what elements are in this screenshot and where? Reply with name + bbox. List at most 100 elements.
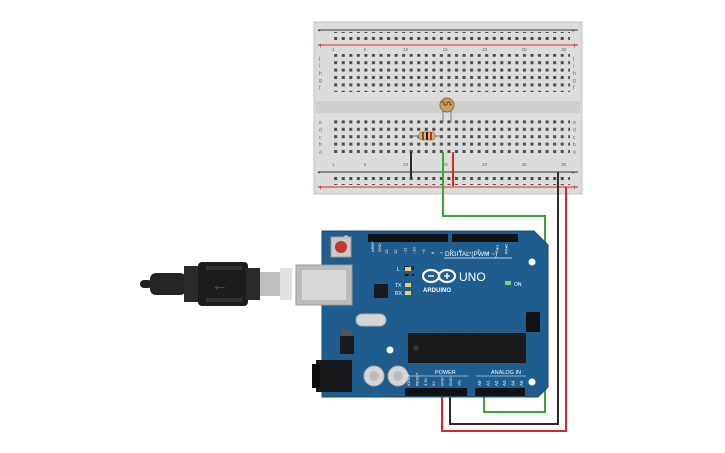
analog-pin-label: A3 [502, 380, 507, 386]
pin-label: AREF [370, 241, 375, 252]
digital-pin-label: ~11 [402, 247, 407, 254]
digital-pin-label: 7 [439, 251, 444, 254]
column-number: 30 [561, 162, 567, 167]
digital-pin-label: 2 [485, 251, 490, 254]
digital-pin-label: ~10 [412, 246, 417, 254]
power-pin-label: 3.3V [423, 377, 428, 386]
digital-pin-label: ~6 [448, 249, 453, 254]
voltage-regulator [340, 336, 354, 354]
column-number: 25 [522, 47, 528, 52]
row-letter: j [572, 56, 574, 62]
top-rail-holes [330, 32, 570, 43]
resistor[interactable] [412, 131, 440, 141]
power-section-label: POWER [435, 370, 456, 376]
power-pin-label: GND [448, 377, 453, 386]
icsp-header [526, 312, 540, 332]
power-jack [316, 360, 352, 392]
analog-pin-label: A2 [494, 380, 499, 386]
row-letter: a [573, 150, 576, 156]
column-number: 5 [364, 47, 367, 52]
row-letter: e [573, 120, 576, 126]
rail-plus-label-br: + [572, 183, 577, 192]
atmega-chip [408, 333, 526, 363]
rail-minus-label-tl: - [318, 26, 321, 35]
mount-hole [386, 346, 394, 354]
column-number: 25 [522, 162, 528, 167]
digital-pwm-label: DIGITAL (PWM ~) [445, 251, 497, 258]
analog-pin-label: A4 [511, 380, 516, 386]
mount-hole [528, 378, 536, 386]
rail-minus-label-br: - [572, 168, 575, 177]
analog-pin-label: A5 [519, 380, 524, 386]
power-pin-label: 5V [431, 381, 436, 386]
digital-pin-label: ~9 [421, 249, 426, 254]
bottom-terminal-holes [330, 118, 570, 156]
arduino-infinity-logo [421, 268, 457, 284]
analog-pin-label: A1 [485, 380, 490, 386]
row-letter: b [319, 142, 322, 148]
row-letter: g [319, 78, 322, 84]
mount-hole [528, 258, 536, 266]
column-number: 1 [332, 162, 335, 167]
pin-label: GND [377, 243, 382, 252]
ground-wire[interactable] [449, 172, 559, 425]
rail-plus-label-tr: + [572, 41, 577, 50]
column-number: 20 [482, 47, 488, 52]
analog-pin-label: A0 [477, 380, 482, 386]
column-number: 30 [561, 47, 567, 52]
rail-plus-label-tl: + [318, 41, 323, 50]
row-letter: f [319, 86, 321, 92]
row-letter: h [573, 71, 576, 77]
column-number: 15 [443, 47, 449, 52]
row-letter: f [573, 86, 575, 92]
column-number: 10 [403, 47, 409, 52]
digital-pin-label: 8 [430, 251, 435, 254]
row-letter: i [319, 63, 320, 69]
digital-pin-label: 4 [467, 251, 472, 254]
power-pin-label: Vin [456, 380, 461, 386]
digital-pin-label: ~3 [476, 249, 481, 254]
usb-cable[interactable]: ⭠ [140, 262, 292, 306]
rail-minus-label-tr: - [572, 26, 575, 35]
column-number: 15 [443, 162, 449, 167]
led-tx-label: TX [395, 283, 402, 289]
rail-minus-label-bl: - [318, 168, 321, 177]
power-pin-label: GND [440, 377, 445, 386]
led-l-label: L [397, 267, 400, 273]
digital-pin-label: 12 [393, 249, 398, 254]
row-letter: d [319, 127, 322, 133]
row-letter: i [573, 63, 574, 69]
uno-model-label: UNO [459, 270, 486, 284]
usb-symbol-icon: ⭠ [214, 278, 225, 294]
power-pin-label: IOREF [406, 373, 411, 386]
row-letter: j [318, 56, 320, 62]
digital-pin-label: RX◂0 [504, 243, 509, 254]
row-letter: d [573, 127, 576, 133]
power-pin-label: RESET [414, 372, 419, 386]
power-wire-5v[interactable] [441, 187, 567, 432]
digital-pin-label: ~5 [458, 249, 463, 254]
row-letter: b [573, 142, 576, 148]
column-number: 20 [482, 162, 488, 167]
led-on [505, 281, 511, 285]
bottom-rail-holes [330, 174, 570, 185]
row-letter: e [319, 120, 322, 126]
column-number: 5 [364, 162, 367, 167]
photoresistor[interactable] [439, 97, 455, 122]
arduino-uno-board[interactable]: L TX RX ON DIGITAL (PWM ~) UNO ARDUINO P… [295, 230, 549, 398]
row-letter: g [573, 78, 576, 84]
led-rx-label: RX [395, 291, 403, 297]
row-letter: c [319, 135, 322, 141]
column-number: 1 [332, 47, 335, 52]
led-on-label: ON [514, 282, 522, 288]
led-l [405, 267, 411, 271]
analog-section-label: ANALOG IN [491, 370, 521, 376]
led-tx [405, 283, 411, 287]
digital-pin-label: 13 [384, 249, 389, 254]
